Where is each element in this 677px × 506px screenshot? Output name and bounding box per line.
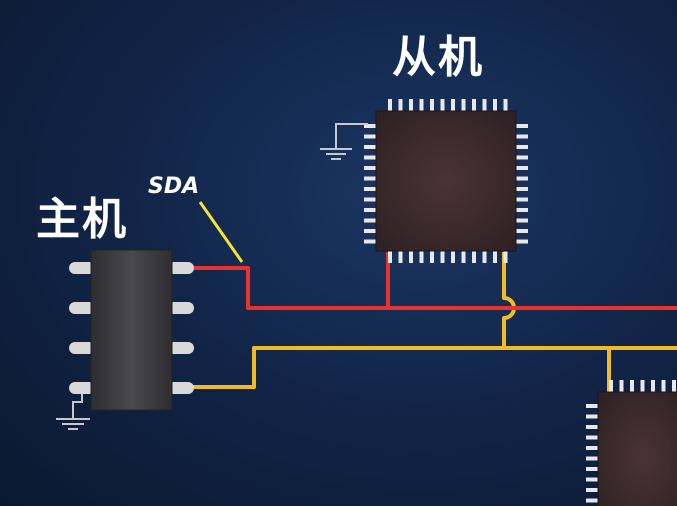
chip-pin [430,99,434,111]
chip-pin [586,488,598,492]
ground-icon [320,123,368,160]
chip-pin [516,187,528,191]
chip-pin [586,456,598,461]
chip-pin [516,155,528,160]
chip-pin [516,208,528,212]
chip-pin [503,99,508,111]
chip-pin [364,134,376,139]
chip-pin [672,380,676,392]
chip-pin [364,208,376,212]
chip-pin [451,99,455,111]
chip-pin [440,99,445,111]
second-slave-chip [586,380,677,506]
chip-pin [661,380,666,392]
chip-pin [364,197,376,202]
chip-pin [586,435,598,440]
chip-pin [364,218,376,223]
chip-pin [516,218,528,223]
chip-pin [493,251,497,263]
chip-pin [503,251,508,263]
chip-pin [364,145,376,149]
chip-pin [630,380,634,392]
chip-pin [516,239,528,244]
chip-pin [398,251,403,263]
chip-pin [440,251,445,263]
chip-pin [516,176,528,181]
master-label: 主机 [36,194,128,245]
chip-pin [472,99,476,111]
chip-pin [640,380,645,392]
chip-pin [419,99,424,111]
chip-pin [482,99,487,111]
chip-pin [409,251,413,263]
chip-pin [461,251,466,263]
chip-pin [409,99,413,111]
chip-pin [586,446,598,450]
chip-pin [586,414,598,419]
chip-pin [516,229,528,233]
chip-pin [516,134,528,139]
chip-pin [586,477,598,482]
chip-pin [619,380,624,392]
slave-label: 从机 [392,32,484,83]
chip-pin [482,251,487,263]
chip-pin [451,251,455,263]
sda-callout-line [198,201,244,263]
chip-pin [398,99,403,111]
chip-pin [430,251,434,263]
chip-pin [364,229,376,233]
chip-pin [586,404,598,408]
chip-pin [388,251,392,263]
chip-pin [461,99,466,111]
slave-chip [364,99,528,263]
chip-pin [651,380,655,392]
chip-pin [516,124,528,128]
chip-pin [493,99,497,111]
chip-pin [586,425,598,429]
chip-pin [586,467,598,471]
sda-label: SDA [148,174,200,199]
chip-pin [364,124,376,128]
chip-pin [419,251,424,263]
chip-pin [609,380,613,392]
chip-pin [516,166,528,170]
chip-pin [586,498,598,503]
master-chip [69,249,194,411]
chip-pin [364,155,376,160]
chip-pin [516,145,528,149]
chip-pin [364,187,376,191]
ground-icon [56,394,90,430]
chip-pin [516,197,528,202]
scl-line [190,252,677,395]
chip-pin [364,166,376,170]
chip-pin [388,99,392,111]
chip-pin [472,251,476,263]
chip-pin [364,239,376,244]
chip-pin [364,176,376,181]
